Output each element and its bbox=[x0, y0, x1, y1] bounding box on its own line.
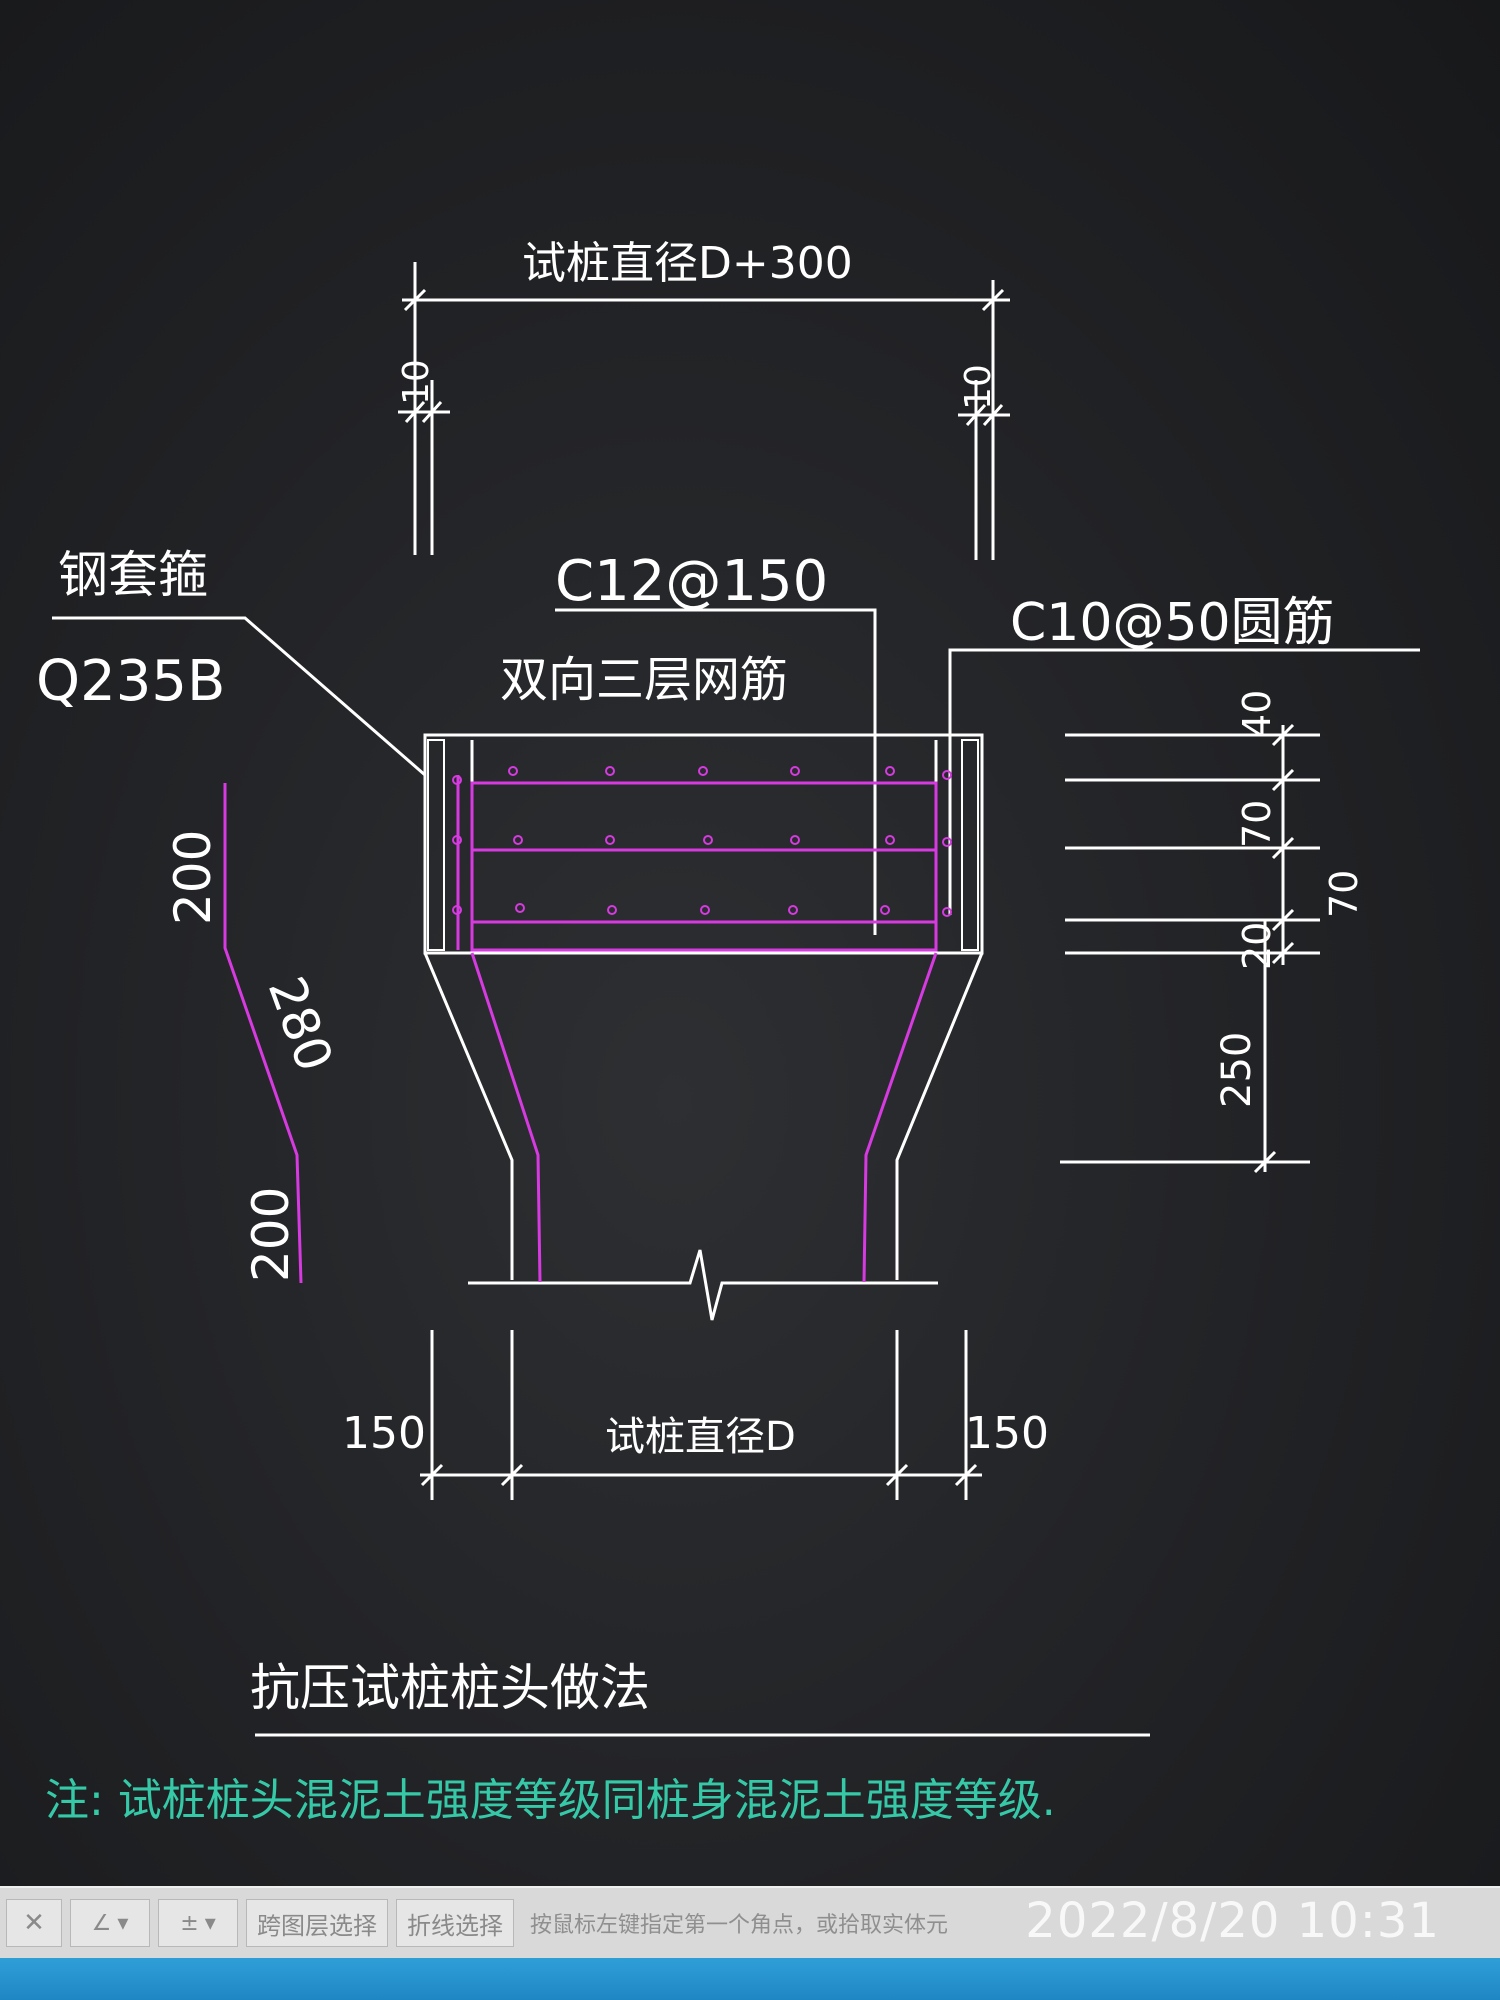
collar-label-1: 钢套箍 bbox=[58, 546, 208, 604]
tick bbox=[1271, 768, 1295, 792]
bar-dim-200-top: 200 bbox=[164, 830, 222, 925]
system-taskbar bbox=[0, 1958, 1500, 2000]
plus-minus-icon: ± bbox=[180, 1910, 199, 1936]
drawing-note: 注: 试桩桩头混泥土强度等级同桩身混泥土强度等级. bbox=[45, 1775, 1056, 1826]
drawing-title: 抗压试桩桩头做法 bbox=[250, 1659, 650, 1717]
tick bbox=[404, 400, 426, 424]
collar-label-2: Q235B bbox=[36, 649, 225, 714]
command-prompt-text: 按鼠标左键指定第一个角点，或拾取实体元 bbox=[530, 1913, 949, 1938]
mesh-bar-dots bbox=[452, 766, 952, 917]
tick bbox=[1271, 941, 1295, 965]
photo-timestamp: 2022/8/20 10:31 bbox=[1025, 1893, 1440, 1949]
chevron-down-icon: ▾ bbox=[204, 1910, 216, 1936]
tick bbox=[965, 403, 987, 427]
cross-layer-select-button[interactable]: 跨图层选择 bbox=[246, 1899, 388, 1947]
pile-break-line bbox=[468, 1249, 938, 1321]
pile-outline-right bbox=[895, 952, 984, 1280]
close-x-icon[interactable]: ✕ bbox=[6, 1899, 62, 1947]
mesh-leader bbox=[555, 608, 877, 935]
tick bbox=[420, 1463, 444, 1487]
collar-wall-right bbox=[961, 739, 979, 951]
right-dim-70: 70 bbox=[1235, 800, 1279, 848]
right-dim-70-total: 70 bbox=[1322, 870, 1366, 918]
tick bbox=[982, 403, 1004, 427]
right-dim-20: 20 bbox=[1235, 922, 1279, 970]
offset-right-text: 10 bbox=[958, 364, 999, 410]
chevron-down-icon: ▾ bbox=[117, 1910, 129, 1936]
pile-rebar-left bbox=[470, 952, 542, 1283]
mesh-desc-text: 双向三层网筋 bbox=[500, 652, 788, 708]
mesh-spec-text: C12@150 bbox=[555, 549, 828, 614]
bottom-dim-center-text: 试桩直径D bbox=[605, 1414, 796, 1460]
hoop-leader bbox=[948, 648, 1420, 915]
tick bbox=[885, 1463, 909, 1487]
tick bbox=[421, 400, 443, 424]
pile-outline-left bbox=[423, 952, 514, 1280]
bent-bar-sketch bbox=[223, 783, 303, 1284]
bottom-dim-left-text: 150 bbox=[342, 1408, 426, 1459]
angle-dropdown-icon[interactable]: ∠▾ bbox=[70, 1899, 150, 1947]
collar-wall-left bbox=[427, 739, 445, 951]
tick bbox=[1271, 836, 1295, 860]
top-dimension-text: 试桩直径D+300 bbox=[522, 238, 853, 289]
hoop-spec-text: C10@50圆筋 bbox=[1010, 593, 1335, 653]
cad-bottom-toolbar: ✕ ∠▾ ±▾ 跨图层选择 折线选择 按鼠标左键指定第一个角点，或拾取实体元 bbox=[0, 1886, 1500, 1958]
right-dim-250: 250 bbox=[1214, 1032, 1260, 1108]
pile-rebar-right bbox=[862, 952, 938, 1283]
collar-leader bbox=[52, 616, 426, 777]
plus-minus-dropdown-icon[interactable]: ±▾ bbox=[158, 1899, 238, 1947]
tick bbox=[1271, 723, 1295, 747]
steel-collar-outline bbox=[423, 733, 984, 955]
right-dim-40: 40 bbox=[1235, 690, 1279, 738]
angle-icon: ∠ bbox=[91, 1910, 112, 1936]
tick bbox=[403, 288, 427, 312]
bottom-dim-right-text: 150 bbox=[965, 1408, 1049, 1459]
polyline-select-button[interactable]: 折线选择 bbox=[396, 1899, 514, 1947]
tick bbox=[981, 288, 1005, 312]
tick bbox=[954, 1463, 978, 1487]
bar-dim-280: 280 bbox=[257, 969, 344, 1079]
tick bbox=[500, 1463, 524, 1487]
bar-dim-200-bottom: 200 bbox=[242, 1187, 300, 1282]
mesh-rebar-frame bbox=[470, 781, 938, 952]
tick bbox=[1271, 908, 1295, 932]
tick bbox=[1253, 1150, 1277, 1174]
offset-left-text: 10 bbox=[396, 359, 437, 405]
